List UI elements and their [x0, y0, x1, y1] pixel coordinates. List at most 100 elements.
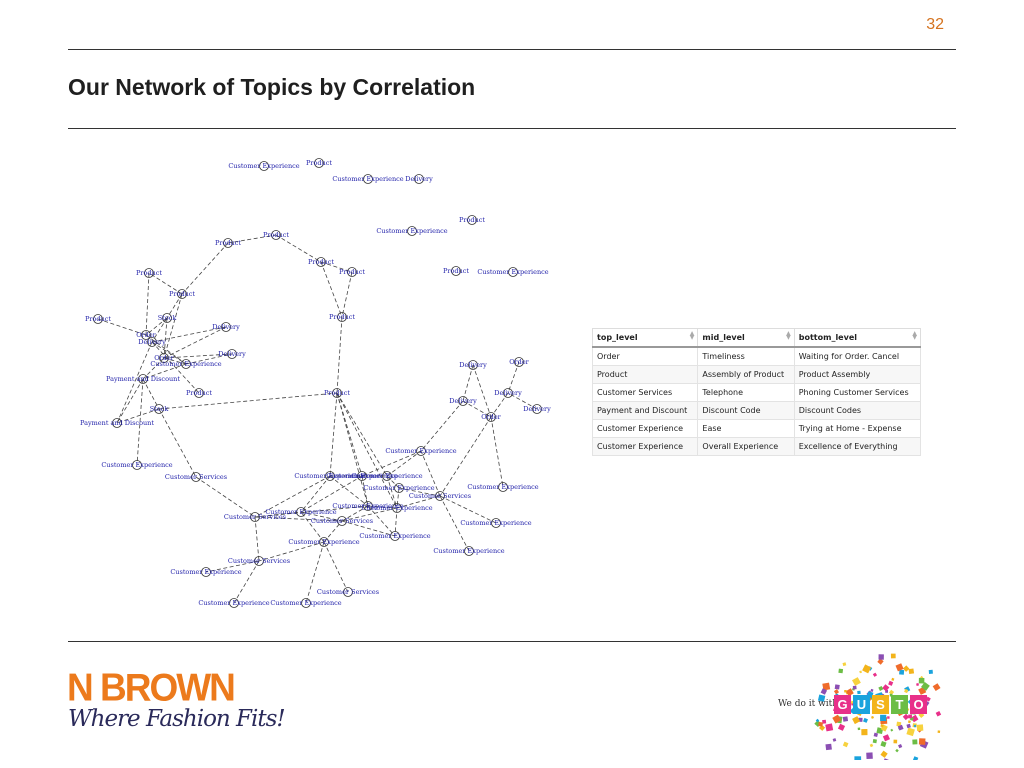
network-edge	[166, 293, 183, 319]
network-node: Delivery	[218, 349, 246, 359]
node-label: Product	[169, 290, 195, 298]
network-edge	[367, 505, 398, 509]
network-edge	[233, 560, 260, 604]
node-label: Customer Experience	[376, 227, 447, 235]
network-node: Order	[509, 357, 530, 367]
network-node: Delivery	[138, 337, 166, 347]
node-circle	[112, 418, 122, 428]
network-edge	[439, 495, 497, 524]
sort-icon[interactable]: ▲▼	[912, 330, 917, 341]
top-rule	[68, 49, 956, 50]
page-title: Our Network of Topics by Correlation	[68, 74, 476, 100]
node-circle	[229, 598, 239, 608]
node-circle	[223, 238, 233, 248]
network-edge	[439, 495, 470, 552]
table-cell: Trying at Home - Expense	[793, 419, 922, 438]
node-circle	[314, 158, 324, 168]
network-edge	[490, 416, 504, 488]
node-circle	[407, 226, 417, 236]
node-label: Customer Experience	[433, 547, 504, 555]
node-circle	[177, 289, 187, 299]
table-cell: Payment and Discount	[591, 401, 699, 420]
network-edge	[462, 364, 474, 402]
node-circle	[468, 360, 478, 370]
sort-icon[interactable]: ▲▼	[689, 330, 695, 341]
network-edge	[341, 271, 353, 318]
network-edge	[116, 341, 153, 424]
node-circle	[138, 374, 148, 384]
gusto-letter: G	[837, 697, 847, 712]
network-edge	[116, 378, 144, 424]
network-edge	[163, 293, 183, 359]
node-label: Product	[308, 258, 334, 266]
node-label: Order	[136, 331, 156, 339]
network-edge	[145, 272, 150, 336]
network-node: Customer Experience	[477, 267, 549, 277]
network-edge	[336, 392, 398, 509]
network-edge	[254, 516, 260, 562]
network-edge	[396, 487, 400, 509]
network-node: Product	[186, 388, 212, 398]
gusto-letter-tile	[891, 695, 908, 714]
network-edge	[386, 450, 422, 477]
column-header-top-level[interactable]: top_level▲▼	[591, 328, 699, 348]
network-edge	[386, 475, 398, 509]
network-edge	[151, 317, 168, 343]
network-edge	[320, 261, 343, 318]
table-cell: Discount Code	[697, 401, 795, 420]
node-label: Customer Services	[317, 588, 379, 596]
node-label: Product	[329, 313, 355, 321]
network-node: Customer Experience	[361, 503, 433, 513]
network-node: Product	[215, 238, 241, 248]
network-node: Payment and Discount	[106, 374, 180, 384]
node-circle	[162, 313, 172, 323]
network-node: Customer Experience	[332, 501, 404, 511]
network-edge	[300, 511, 343, 522]
node-circle	[337, 312, 347, 322]
node-circle	[250, 512, 260, 522]
node-circle	[363, 501, 373, 511]
node-circle	[154, 404, 164, 414]
node-label: Delivery	[138, 338, 166, 346]
node-circle	[486, 412, 496, 422]
node-circle	[357, 471, 367, 481]
network-edge	[329, 392, 338, 477]
network-edge	[205, 560, 260, 573]
network-node: Order	[136, 330, 157, 340]
network-edge	[163, 353, 233, 359]
table-cell: Ease	[697, 419, 795, 438]
network-edge	[320, 261, 353, 273]
gusto-letter-tile	[853, 695, 870, 714]
node-circle	[181, 359, 191, 369]
network-edge	[367, 505, 396, 537]
table-cell: Order	[591, 346, 699, 366]
node-circle	[325, 471, 335, 481]
node-label: Customer Experience	[270, 599, 341, 607]
column-header-mid-level[interactable]: mid_level▲▼	[697, 328, 795, 348]
network-edge	[151, 341, 200, 394]
network-node: Product	[263, 230, 289, 240]
table-cell: Discount Codes	[793, 401, 922, 420]
node-circle	[93, 314, 103, 324]
node-label: Customer Experience	[351, 472, 422, 480]
network-edge	[158, 392, 338, 410]
table-row: Customer Experience Overall Experience E…	[591, 437, 922, 456]
table-cell: Excellence of Everything	[793, 437, 922, 456]
topics-table: top_level▲▼ mid_level▲▼ bottom_level▲▼ O…	[591, 328, 922, 456]
network-edge	[472, 364, 492, 418]
column-header-bottom-level[interactable]: bottom_level▲▼	[793, 328, 922, 348]
node-circle	[451, 266, 461, 276]
network-edge	[116, 408, 160, 424]
network-edge	[361, 475, 369, 507]
node-label: Product	[215, 239, 241, 247]
network-node: Customer Services	[224, 512, 286, 522]
network-node: Customer Experience	[288, 537, 360, 547]
sort-icon[interactable]: ▲▼	[786, 330, 791, 341]
node-label: Product	[459, 216, 485, 224]
node-label: Product	[85, 315, 111, 323]
node-label: Product	[306, 159, 332, 167]
gusto-letter: T	[896, 697, 904, 712]
node-circle	[382, 471, 392, 481]
node-label: Customer Services	[409, 492, 471, 500]
